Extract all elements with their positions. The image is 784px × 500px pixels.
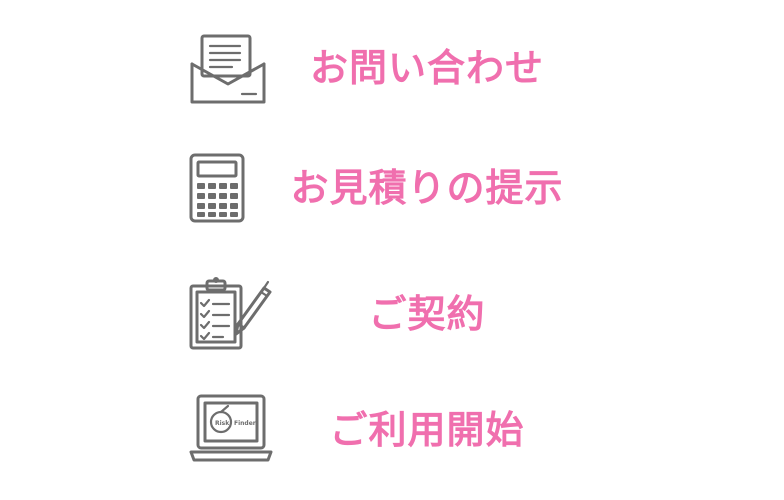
step-label: お問い合わせ: [309, 46, 545, 90]
step-contract: ご契約: [0, 264, 784, 364]
envelope-document-icon: [190, 34, 266, 104]
clipboard-checklist-pen-icon: [189, 277, 272, 350]
calculator-icon: [189, 153, 245, 223]
step-label: ご利用開始: [329, 408, 525, 452]
step-quote: お見積りの提示: [0, 138, 784, 238]
step-inquiry: お問い合わせ: [0, 18, 784, 118]
step-label: ご契約: [368, 292, 486, 336]
laptop-riskfinder-icon: Risk Finder: [189, 394, 273, 462]
screen-logo-finder: Finder: [234, 420, 256, 427]
step-start-using: Risk Finder ご利用開始: [0, 380, 784, 480]
step-label: お見積りの提示: [290, 166, 564, 210]
screen-logo-risk: Risk: [215, 420, 230, 427]
